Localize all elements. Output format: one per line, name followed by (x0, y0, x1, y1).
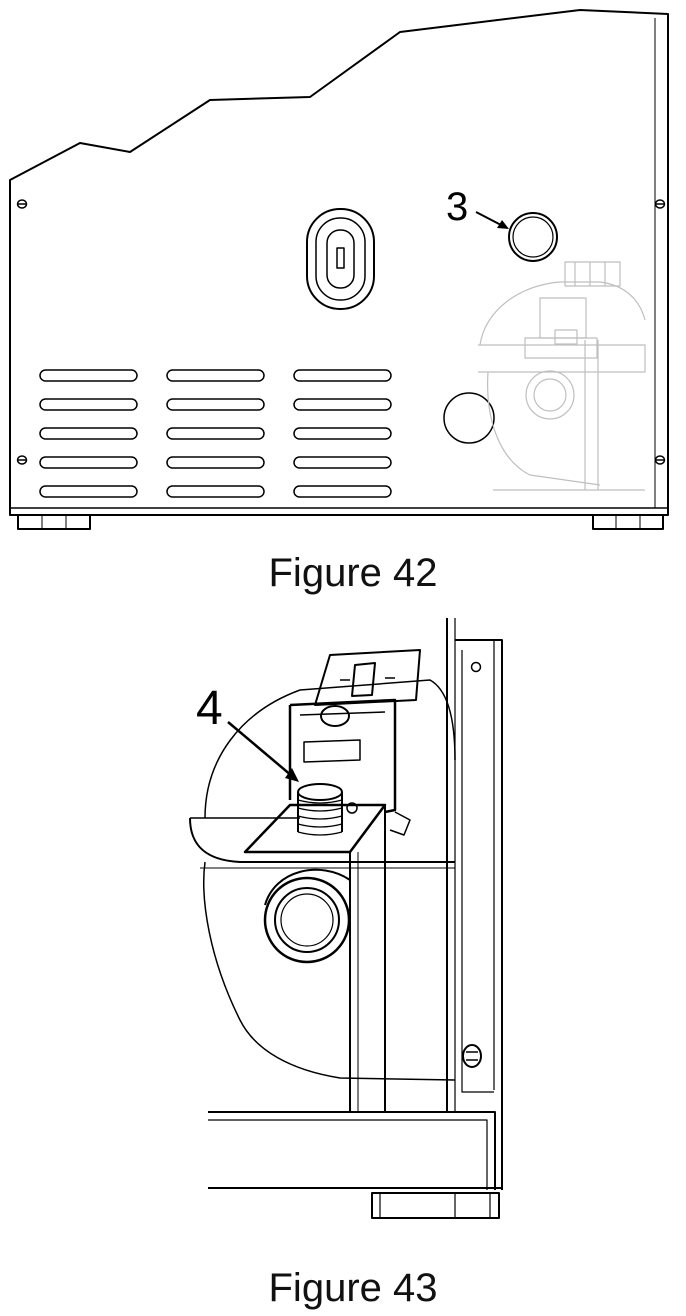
side-panel (446, 618, 503, 1112)
base (208, 1100, 503, 1190)
panel-outline (9, 9, 669, 516)
screw-icon (16, 199, 666, 465)
threaded-drain-fitting (297, 783, 358, 836)
compressor-body (189, 679, 456, 1081)
foot-right (592, 514, 664, 530)
screw-icon (462, 1044, 482, 1068)
callout-3-arrow (475, 211, 509, 229)
handle-cutout (306, 208, 375, 310)
callout-4-arrow (227, 721, 299, 782)
access-hole (443, 392, 495, 444)
foot-left (17, 514, 91, 530)
bracket (288, 698, 411, 836)
mounting-plate (243, 803, 387, 854)
callout-3-label: 3 (446, 185, 468, 229)
figure-43-caption: Figure 43 (268, 1266, 438, 1310)
drain-plug-hole (508, 212, 558, 262)
figure-42-diagram: 3 (9, 9, 669, 530)
bracket-post (349, 805, 386, 1112)
vent-slots (39, 369, 392, 498)
foot (371, 1192, 500, 1219)
figure-43-diagram: 4 (189, 618, 503, 1219)
figure-42-caption: Figure 42 (268, 551, 438, 595)
compressor-ghost (478, 261, 646, 491)
callout-4-label: 4 (196, 682, 223, 735)
top-clip (314, 649, 421, 706)
